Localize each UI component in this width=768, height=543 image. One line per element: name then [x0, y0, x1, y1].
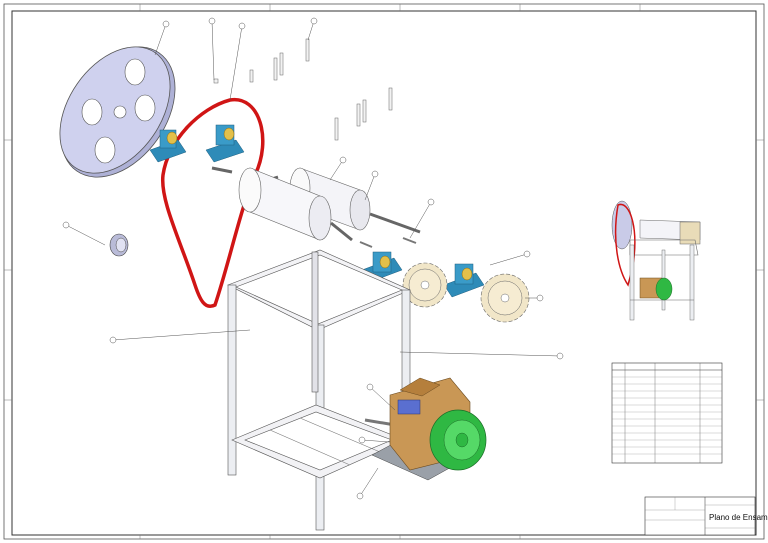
bearing-lower-right	[443, 263, 485, 298]
gear-right	[480, 273, 530, 323]
pins	[359, 237, 417, 248]
stand-frame	[227, 249, 411, 531]
bearing-upper-left	[149, 129, 187, 163]
drive-belt	[160, 98, 265, 308]
bearing-upper-right	[205, 124, 245, 163]
roller-front	[211, 166, 353, 242]
isometric-preview	[611, 200, 701, 321]
gear-left	[402, 262, 448, 308]
large-pulley	[59, 46, 176, 178]
electric-motor	[364, 377, 487, 471]
drawing-title: Plano de Ensamble	[709, 513, 768, 522]
title-block: Plano de Ensamble	[644, 496, 768, 536]
small-pulley	[62, 221, 129, 257]
balloon-leaders	[109, 17, 564, 500]
sheet-border	[3, 3, 765, 540]
bill-of-materials-table	[611, 362, 723, 464]
bolts	[213, 38, 393, 141]
